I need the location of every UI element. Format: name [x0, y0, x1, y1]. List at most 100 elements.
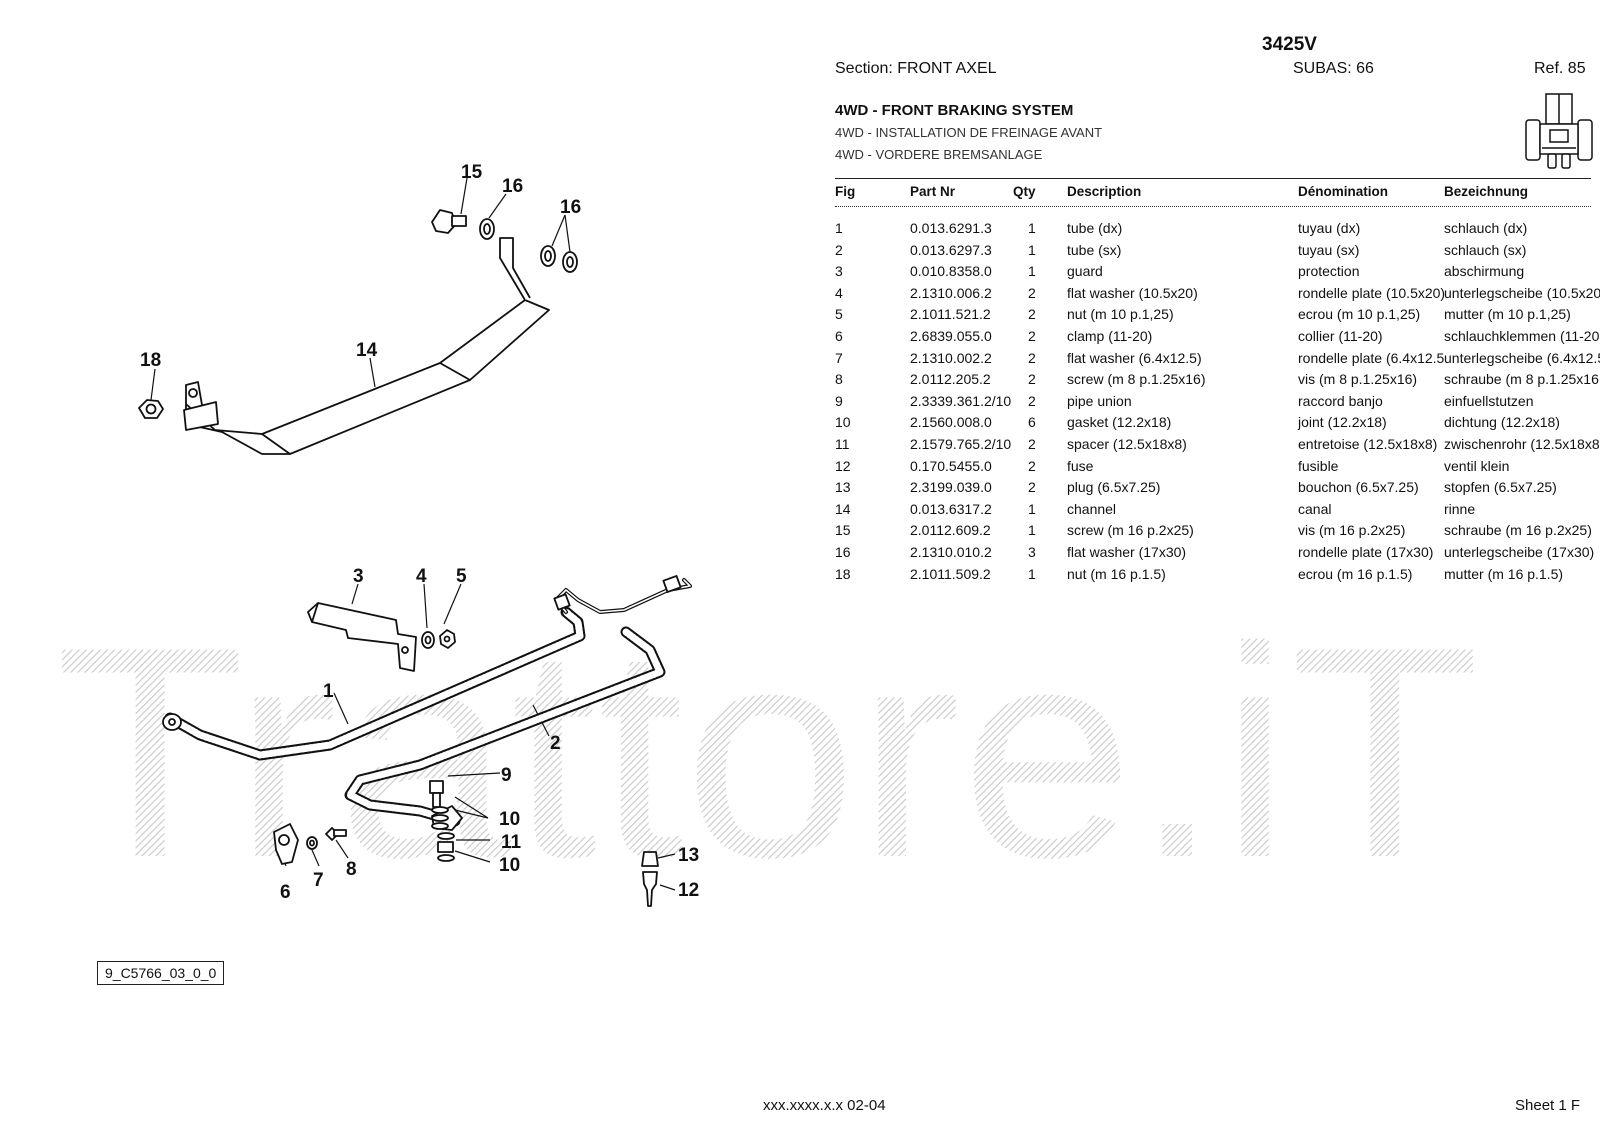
row-fig: 12: [835, 457, 851, 474]
row-qty: 1: [1028, 241, 1036, 258]
row-part-nr: 2.1310.002.2: [910, 349, 992, 366]
title-english: 4WD - FRONT BRAKING SYSTEM: [835, 102, 1074, 119]
row-denomination: vis (m 8 p.1.25x16): [1298, 371, 1418, 388]
channel-assembly: [138, 209, 578, 455]
row-bezeichnung: schlauch (sx): [1444, 241, 1527, 258]
row-denomination: tuyau (sx): [1298, 241, 1360, 258]
row-part-nr: 2.1011.521.2: [910, 306, 991, 323]
row-bezeichnung: schraube (m 8 p.1.25x16: [1444, 371, 1599, 388]
row-description: pipe union: [1067, 392, 1132, 409]
row-fig: 7: [835, 349, 843, 366]
callout-13: 13: [678, 845, 699, 866]
drawing-code: 9_C5766_03_0_0: [97, 961, 225, 985]
row-description: tube (dx): [1067, 220, 1123, 236]
row-part-nr: 2.1560.008.0: [910, 414, 992, 431]
callout-4: 4: [416, 566, 427, 587]
row-qty: 6: [1028, 414, 1036, 431]
row-fig: 9: [835, 392, 843, 409]
row-qty: 2: [1028, 392, 1036, 409]
row-denomination: protection: [1298, 263, 1360, 280]
row-description: guard: [1067, 263, 1103, 280]
leader-lines: [150, 177, 676, 891]
tube-left: [344, 626, 666, 827]
row-qty: 1: [1028, 565, 1036, 582]
fuse-part: [642, 871, 658, 907]
row-bezeichnung: ventil klein: [1444, 457, 1510, 474]
plug-part: [641, 851, 659, 867]
hose-fittings: [162, 575, 682, 907]
row-denomination: entretoise (12.5x18x8): [1298, 435, 1438, 452]
row-part-nr: 0.013.6291.3: [910, 220, 992, 236]
row-qty: 3: [1028, 543, 1036, 560]
row-fig: 11: [835, 435, 850, 452]
callout-5: 5: [456, 566, 467, 587]
row-bezeichnung: schraube (m 16 p.2x25): [1444, 522, 1592, 539]
callout-8: 8: [346, 859, 357, 880]
row-part-nr: 0.170.5455.0: [910, 457, 992, 474]
row-description: nut (m 10 p.1,25): [1067, 306, 1174, 323]
row-bezeichnung: schlauchklemmen (11-20: [1444, 327, 1600, 344]
row-description: nut (m 16 p.1.5): [1067, 565, 1166, 582]
callout-1: 1: [323, 681, 334, 702]
col-header-qty: Qty: [1013, 184, 1036, 199]
channel-part: [185, 299, 550, 455]
row-fig: 14: [835, 500, 851, 517]
parts-diagram: 15 16 16 18 14 3 4 5 1 2 9 10 11 10 6 7 …: [138, 162, 699, 907]
row-denomination: joint (12.2x18): [1298, 414, 1387, 431]
row-denomination: ecrou (m 10 p.1,25): [1298, 306, 1421, 323]
row-fig: 18: [835, 565, 851, 582]
row-part-nr: 2.3339.361.2/10: [910, 392, 1012, 409]
callout-12: 12: [678, 880, 699, 901]
col-header-bezeichnung: Bezeichnung: [1444, 184, 1529, 199]
row-qty: 2: [1028, 284, 1036, 301]
callout-3: 3: [353, 566, 364, 587]
row-bezeichnung: mutter (m 10 p.1,25): [1444, 306, 1571, 323]
row-qty: 1: [1028, 522, 1036, 539]
row-description: flat washer (6.4x12.5): [1067, 349, 1202, 366]
row-description: clamp (11-20): [1067, 327, 1153, 344]
row-denomination: vis (m 16 p.2x25): [1298, 522, 1406, 539]
row-fig: 10: [835, 414, 851, 431]
row-denomination: collier (11-20): [1298, 327, 1383, 344]
row-bezeichnung: dichtung (12.2x18): [1444, 414, 1560, 431]
callout-16: 16: [502, 176, 523, 197]
row-denomination: tuyau (dx): [1298, 220, 1361, 236]
row-part-nr: 0.013.6297.3: [910, 241, 992, 258]
row-fig: 16: [835, 543, 851, 560]
pipe-union-part: [429, 780, 444, 794]
row-fig: 3: [835, 263, 843, 280]
row-denomination: ecrou (m 16 p.1.5): [1298, 565, 1413, 582]
callout-6: 6: [280, 882, 291, 903]
row-description: screw (m 16 p.2x25): [1067, 522, 1194, 539]
row-bezeichnung: mutter (m 16 p.1.5): [1444, 565, 1564, 582]
callout-16: 16: [560, 197, 581, 218]
row-part-nr: 2.1579.765.2/10: [910, 435, 1012, 452]
row-bezeichnung: schlauch (dx): [1444, 220, 1528, 236]
row-description: flat washer (10.5x20): [1067, 284, 1198, 301]
row-description: channel: [1067, 500, 1117, 517]
row-bezeichnung: unterlegscheibe (17x30): [1444, 543, 1595, 560]
row-description: flat washer (17x30): [1067, 543, 1187, 560]
row-bezeichnung: unterlegscheibe (10.5x20: [1444, 284, 1600, 301]
row-part-nr: 0.013.6317.2: [910, 500, 992, 517]
row-part-nr: 2.3199.039.0: [910, 479, 992, 496]
row-bezeichnung: stopfen (6.5x7.25): [1444, 479, 1557, 496]
row-part-nr: 2.0112.205.2: [910, 371, 991, 388]
title-french: 4WD - INSTALLATION DE FREINAGE AVANT: [835, 125, 1103, 140]
row-fig: 5: [835, 306, 843, 323]
row-qty: 1: [1028, 500, 1036, 517]
guard-part: [307, 602, 417, 672]
row-description: fuse: [1067, 457, 1094, 474]
row-qty: 2: [1028, 435, 1036, 452]
table-header-rule: [835, 206, 1591, 207]
